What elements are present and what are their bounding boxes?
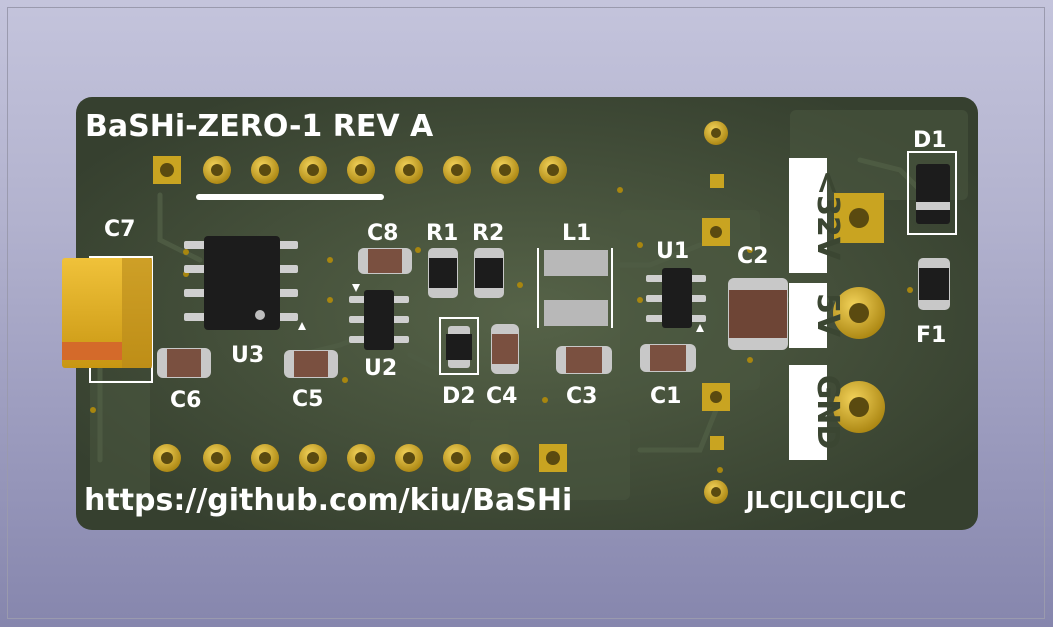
fab-marker: JLCJLCJLCJLC	[744, 488, 906, 514]
label-c3: C3	[566, 384, 597, 409]
label-c5: C5	[292, 387, 323, 412]
vias	[90, 187, 913, 473]
label-u2: U2	[364, 356, 397, 381]
label-c6: C6	[170, 388, 201, 413]
pcb-board	[76, 97, 978, 530]
label-c7: C7	[104, 217, 135, 242]
label-c1: C1	[650, 384, 681, 409]
ic-u3	[184, 236, 306, 330]
label-r2: R2	[472, 221, 504, 246]
label-f1: F1	[916, 323, 946, 348]
label-d1: D1	[913, 128, 947, 153]
top-pin-header	[153, 156, 567, 184]
ic-u1	[646, 268, 706, 332]
label-d2: D2	[442, 384, 476, 409]
tantalum-cap-c7	[62, 256, 153, 383]
label-r1: R1	[426, 221, 458, 246]
label-l1: L1	[562, 221, 591, 246]
bottom-pin-header	[153, 444, 567, 472]
resistors	[428, 248, 950, 310]
inductor-l1	[537, 248, 613, 328]
label-gnd: GND	[810, 375, 845, 450]
silkscreen-bar	[196, 194, 384, 200]
board-title: BaSHi-ZERO-1 REV A	[85, 109, 434, 144]
power-labels: <32V 5V GND	[789, 158, 845, 460]
label-5v: 5V	[810, 293, 845, 338]
label-u3: U3	[231, 343, 264, 368]
label-c8: C8	[367, 221, 398, 246]
label-u1: U1	[656, 239, 689, 264]
reference-labels: C7 C8 R1 R2 L1 U1 C2 D1 F1 U3 U2 C6 C5 D…	[104, 128, 947, 413]
board-url: https://github.com/kiu/BaSHi	[84, 483, 572, 518]
label-vin: <32V	[810, 170, 845, 261]
label-c2: C2	[737, 244, 768, 269]
diode-d1	[907, 151, 957, 235]
ic-u2	[349, 284, 409, 350]
label-c4: C4	[486, 384, 517, 409]
power-pads	[833, 193, 885, 433]
diode-d2	[439, 317, 479, 375]
side-test-points	[702, 121, 730, 504]
ceramic-caps	[157, 248, 788, 378]
